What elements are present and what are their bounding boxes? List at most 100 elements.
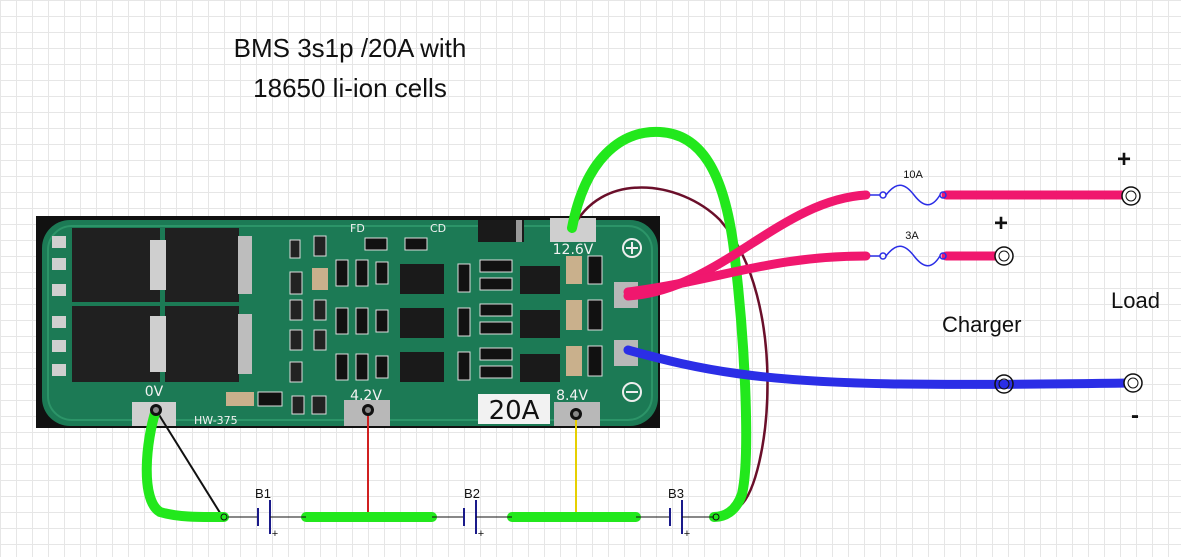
mosfet-pin [52,340,66,352]
charger-negative-terminal-core [998,378,1010,390]
smd-capacitor [566,256,582,284]
smd-capacitor [226,392,254,406]
positive-wires [623,190,1127,301]
smd-part [404,237,428,251]
smd-part [289,299,303,321]
smd-resistor [587,345,603,377]
charger-negative-terminal-ring [994,374,1014,394]
mosfet-tab-1 [150,240,166,290]
smd-resistor [355,259,369,287]
mosfet-pin [52,284,66,296]
fuse-10a-terminal [939,191,947,199]
solder-point-4v2-core [365,407,371,413]
smd-part [364,237,388,251]
junction-b1 [220,513,228,521]
mosfet-pin [52,258,66,270]
smd-resistor [479,277,513,291]
mosfet-2 [165,228,239,302]
smd-part [289,271,303,295]
fuse-3a [870,245,947,267]
fuse-10a-element [885,184,941,206]
bms-board: FD CD [36,216,660,428]
smd-resistor [479,259,513,273]
smd-resistor [587,255,603,285]
smd-resistor [479,347,513,361]
smd-resistor [479,303,513,317]
battery-b3 [636,500,714,534]
battery-b2 [432,500,512,534]
smd-part [289,329,303,351]
title-line-2: 18650 li-ion cells [253,73,447,103]
smd-resistor [457,351,471,381]
diode-band [516,220,522,242]
controller-ic-4 [520,266,560,294]
charger-positive-terminal-core [998,250,1010,262]
controller-ic-3 [400,352,444,382]
fuse-10a [870,184,947,206]
smd-resistor [375,261,389,285]
load-positive-terminal [1121,186,1141,206]
solder-point-8v4-core [573,411,579,417]
title-line-1: BMS 3s1p /20A with [233,33,467,63]
fuse-10a-terminal [879,191,887,199]
fuse-3a-terminal [939,252,947,260]
smd-part [289,361,303,383]
load-negative-terminal-ring [1123,373,1143,393]
solder-point-0v-core [153,407,159,413]
smd-resistor [457,263,471,293]
smd-part [313,235,327,257]
smd-capacitor [566,300,582,330]
smd-capacitor [312,268,328,290]
smd-components [226,235,603,415]
smd-resistor [457,307,471,337]
charger-negative-terminal [994,374,1014,394]
mosfet-tab-4 [238,314,252,374]
load-positive-terminal-ring [1121,186,1141,206]
smd-part [313,329,327,351]
wire-p-plus-to-load-fuse [623,190,871,301]
wire-p-plus-to-charger-fuse [623,251,871,297]
controller-ic-2 [400,308,444,338]
label-12v6: 12.6V [553,242,594,258]
battery-b3-plus: + [684,528,690,540]
battery-b2-label: B2 [464,486,480,501]
fuse-3a-label: 3A [905,230,919,242]
mosfet-pin [52,236,66,248]
load-plus-sign: + [1117,146,1132,173]
battery-b1-label: B1 [255,486,271,501]
smd-part [313,299,327,321]
mosfet-pin [52,316,66,328]
smd-resistor [479,321,513,335]
battery-b3-label: B3 [668,486,684,501]
smd-capacitor [566,346,582,376]
battery-b2-plus: + [478,528,484,540]
wire-negative [623,345,1135,389]
label-4v2: 4.2V [350,388,382,404]
diagram-title: BMS 3s1p /20A with 18650 li-ion cells [160,28,540,108]
smd-resistor [375,355,389,379]
charger-plus-sign: + [994,210,1009,237]
smd-resistor [335,353,349,381]
smd-part [291,395,305,415]
smd-resistor [587,299,603,331]
charger-label: Charger [942,312,1022,337]
smd-resistor [355,307,369,335]
rating-label: 20A [489,396,540,426]
mosfet-4 [165,306,239,382]
board-label-cd: CD [430,222,446,235]
sense-wire-0v [155,409,223,517]
plus-marking [622,238,642,258]
rating-box [478,394,550,424]
label-0v: 0V [145,384,164,400]
fuse-10a-label: 10A [903,169,923,181]
charger-positive-terminal [994,246,1014,266]
smd-part [311,395,327,415]
junction-b3 [712,513,720,521]
smd-resistor [355,353,369,381]
load-negative-terminal-core [1127,377,1139,389]
smd-part [289,239,301,259]
smd-resistor [479,365,513,379]
controller-ic-1 [400,264,444,294]
smd-part [257,391,283,407]
